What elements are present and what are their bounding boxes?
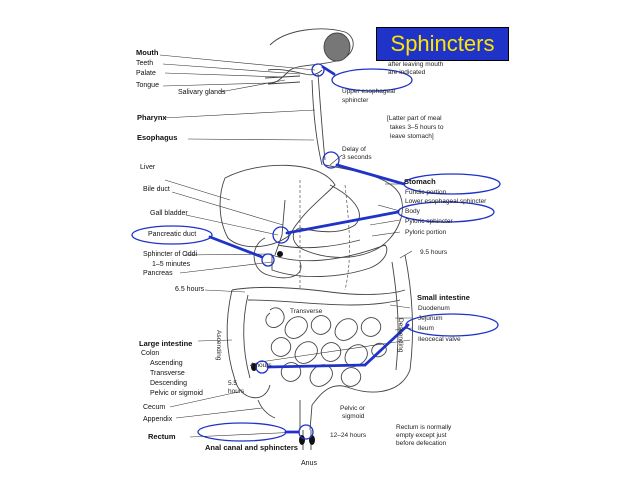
bile-duct [274, 199, 286, 256]
label-liver: Liver [140, 164, 156, 171]
label-inner-ascending: Ascending [215, 330, 222, 361]
label-palate: Palate [136, 70, 156, 77]
teeth-outline [264, 75, 301, 85]
label-five-five-hours: hours [228, 388, 245, 395]
label-stomach: Stomach [404, 177, 436, 186]
brain-shape [323, 32, 351, 62]
label-upper-sphincter: sphincter [342, 97, 369, 104]
colon-ascending-inner [243, 294, 251, 379]
label-after-leaving-mouth: after leaving mouth [388, 61, 444, 68]
cecum-outline [234, 379, 271, 399]
stomach-outline [292, 164, 403, 258]
pancreatic-duct-line [277, 239, 361, 249]
label-colon: Colon [141, 350, 160, 357]
label-latter-part: [Latter part of meal [387, 115, 442, 122]
label-colon-descending: Descending [150, 380, 187, 387]
upper-esophageal-label-ellipse [331, 68, 413, 92]
label-ileocecal-valve: Ileocecal valve [418, 336, 461, 343]
label-oddi-time: 1–5 minutes [152, 261, 191, 268]
label-teeth: Teeth [136, 60, 154, 67]
label-colon-pelvic: Pelvic or sigmoid [150, 390, 203, 397]
label-twelve-24-hours: 12–24 hours [330, 432, 367, 439]
colon-ascending [226, 289, 236, 381]
pancreas-outline [271, 244, 388, 278]
label-upper-esophageal: Upper esophageal [342, 88, 396, 95]
label-pancreas: Pancreas [143, 270, 173, 277]
label-three-seconds: 3 seconds [342, 154, 372, 161]
colon-transverse [231, 286, 406, 295]
label-takes-hours: takes 3–5 hours to [390, 124, 444, 131]
upper-esophageal-marker [311, 63, 325, 77]
appendix-outline [257, 399, 276, 419]
pharynx-tube [317, 73, 326, 161]
esophagus-tube [311, 79, 323, 166]
label-body: Body [405, 208, 420, 215]
label-rectum-normally: Rectum is normally [396, 424, 452, 431]
label-leave-stomach: leave stomach] [390, 133, 434, 140]
label-colon-transverse: Transverse [150, 370, 185, 377]
label-pyloric-portion: Pyloric portion [405, 229, 447, 236]
label-pelvic-or: Pelvic or [340, 405, 365, 412]
label-rectum: Rectum [148, 432, 176, 441]
anal-label-ellipse [197, 422, 287, 442]
label-tongue: Tongue [136, 82, 159, 89]
colon-transverse-inner [247, 299, 401, 306]
label-pancreatic-duct: Pancreatic duct [148, 231, 197, 238]
label-colon-ascending: Ascending [150, 360, 183, 367]
liver-outline [219, 164, 336, 248]
duodenum-outline [253, 237, 302, 279]
label-inner-transverse: Transverse [290, 308, 323, 315]
label-ileum: Ileum [418, 325, 434, 332]
label-bile-duct: Bile duct [143, 186, 170, 193]
small-intestine-loops [265, 307, 387, 387]
label-cecum: Cecum [143, 404, 166, 411]
label-appendix: Appendix [143, 416, 173, 423]
label-jejunum: Jejunum [418, 315, 443, 322]
label-pyloric-sphincter: Pyloric sphincter [405, 218, 453, 225]
label-sphincter-of-oddi: Sphincter of Oddi [143, 251, 198, 258]
label-six-five-hours: 6.5 hours [175, 286, 205, 293]
oddi-blob [277, 251, 283, 257]
label-before-defecation: before defecation [396, 440, 447, 447]
colon-descending-inner [391, 261, 399, 371]
label-lower-esophageal: Lower esophageal sphincter [405, 198, 487, 205]
label-empty-except: empty except just [396, 432, 447, 439]
label-sigmoid: sigmoid [342, 413, 365, 420]
anal-sphincter-blob-left [299, 435, 305, 445]
label-fundic-portion: Fundic portion [405, 189, 447, 196]
lower-esophageal-marker [322, 151, 340, 169]
label-mouth: Mouth [136, 48, 159, 57]
label-four-hours: 4 hours [250, 362, 272, 369]
label-duodenum: Duodenum [418, 305, 450, 312]
label-gall-bladder: Gall bladder [150, 210, 188, 217]
oddi-marker [261, 253, 275, 267]
ileocecal-blob [251, 363, 257, 371]
label-anus: Anus [301, 460, 317, 467]
label-pharynx: Pharynx [137, 113, 167, 122]
pyloric-marker [272, 226, 290, 244]
oral-cavity [267, 69, 323, 76]
label-inner-descending: Descending [397, 318, 404, 353]
label-delay-of: Delay of [342, 146, 366, 153]
label-nine-five-hours: 9.5 hours [420, 249, 448, 256]
label-five-five: 5.5 [228, 380, 238, 387]
label-small-intestine: Small intestine [417, 293, 470, 302]
leader-lines [159, 54, 413, 438]
label-are-indicated: are indicated [388, 69, 426, 76]
label-esophagus: Esophagus [137, 133, 178, 142]
colon-descending [404, 254, 413, 371]
sphincter-connector-lines [208, 65, 410, 434]
label-salivary-glands: Salivary glands [178, 89, 226, 96]
sigmoid-colon [311, 369, 411, 406]
slide-title: Sphincters [376, 27, 509, 61]
pancreatic-duct-ellipse [131, 225, 213, 245]
label-large-intestine: Large intestine [139, 339, 193, 348]
label-anal-canal: Anal canal and sphincters [205, 443, 298, 452]
dashed-path-2 [344, 184, 350, 291]
